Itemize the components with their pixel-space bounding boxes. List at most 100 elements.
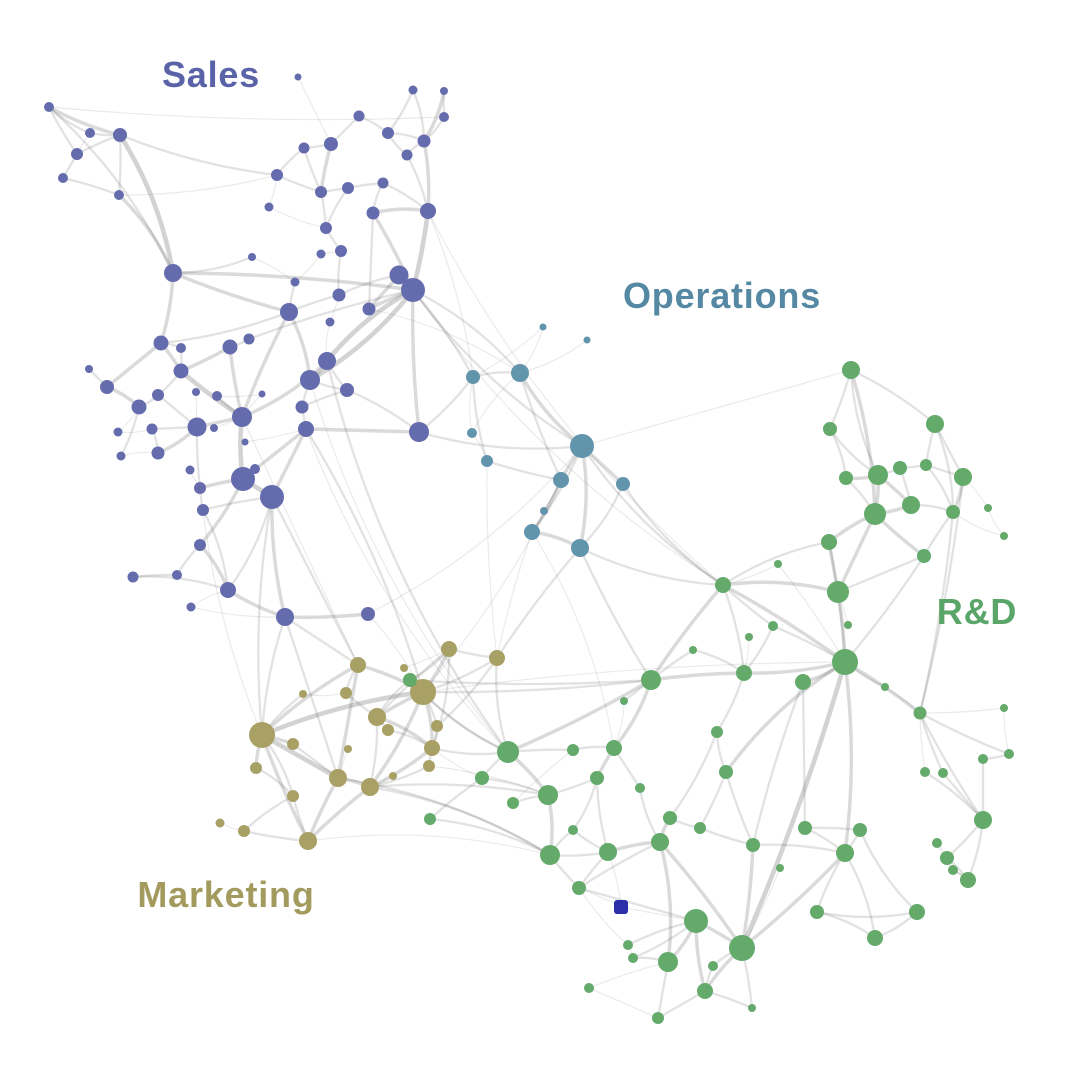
network-node-rnd[interactable]: [599, 843, 617, 861]
network-node-rnd[interactable]: [697, 983, 713, 999]
network-node-rnd[interactable]: [774, 560, 782, 568]
network-node-operations[interactable]: [511, 364, 529, 382]
network-node-rnd[interactable]: [424, 813, 436, 825]
network-node-sales[interactable]: [264, 202, 274, 212]
network-node-rnd[interactable]: [960, 872, 976, 888]
network-node-sales[interactable]: [85, 365, 93, 373]
network-node-rnd[interactable]: [651, 833, 669, 851]
network-node-sales[interactable]: [248, 253, 256, 261]
network-node-operations[interactable]: [467, 428, 477, 438]
network-node-sales[interactable]: [439, 112, 449, 122]
network-node-rnd[interactable]: [572, 881, 586, 895]
network-node-rnd[interactable]: [984, 504, 992, 512]
network-node-sales[interactable]: [152, 389, 164, 401]
network-node-sales[interactable]: [335, 245, 347, 257]
network-node-rnd[interactable]: [881, 683, 889, 691]
network-node-rnd[interactable]: [821, 534, 837, 550]
network-node-sales[interactable]: [300, 370, 320, 390]
network-node-sales[interactable]: [260, 485, 284, 509]
network-node-sales[interactable]: [258, 390, 266, 398]
network-node-sales[interactable]: [320, 222, 332, 234]
network-node-sales[interactable]: [420, 203, 436, 219]
network-node-sales[interactable]: [315, 186, 327, 198]
network-node-operations[interactable]: [481, 455, 493, 467]
network-node-sales[interactable]: [294, 73, 302, 81]
network-node-rnd[interactable]: [954, 468, 972, 486]
network-node-rnd[interactable]: [867, 930, 883, 946]
network-node-rnd[interactable]: [475, 771, 489, 785]
network-node-rnd[interactable]: [827, 581, 849, 603]
network-node-sales[interactable]: [153, 335, 169, 351]
network-node-rnd[interactable]: [798, 821, 812, 835]
network-node-rnd[interactable]: [540, 845, 560, 865]
network-node-operations[interactable]: [570, 434, 594, 458]
network-node-sales[interactable]: [401, 278, 425, 302]
network-node-rnd[interactable]: [620, 697, 628, 705]
network-node-sales[interactable]: [353, 110, 365, 122]
network-node-sales[interactable]: [243, 333, 255, 345]
network-node-marketing[interactable]: [215, 818, 225, 828]
network-node-marketing[interactable]: [424, 740, 440, 756]
network-node-rnd[interactable]: [748, 1004, 756, 1012]
network-node-rnd[interactable]: [868, 465, 888, 485]
network-node-rnd[interactable]: [729, 935, 755, 961]
network-node-operations[interactable]: [571, 539, 589, 557]
network-node-rnd[interactable]: [689, 646, 697, 654]
network-node-marketing[interactable]: [299, 832, 317, 850]
network-node-marketing[interactable]: [410, 679, 436, 705]
network-node-marketing[interactable]: [350, 657, 366, 673]
network-node-rnd[interactable]: [567, 744, 579, 756]
network-node-rnd[interactable]: [946, 505, 960, 519]
network-node-rnd[interactable]: [844, 621, 852, 629]
network-node-sales[interactable]: [318, 352, 336, 370]
network-node-marketing[interactable]: [238, 825, 250, 837]
network-node-marketing[interactable]: [329, 769, 347, 787]
network-node-sales[interactable]: [316, 249, 326, 259]
network-node-sales[interactable]: [290, 277, 300, 287]
network-node-rnd[interactable]: [948, 865, 958, 875]
network-node-rnd[interactable]: [913, 706, 927, 720]
network-node-sales[interactable]: [401, 149, 413, 161]
network-node-sales[interactable]: [440, 87, 448, 95]
network-node-rnd[interactable]: [590, 771, 604, 785]
network-node-rnd[interactable]: [1000, 532, 1008, 540]
network-node-marketing[interactable]: [431, 720, 443, 732]
network-node-rnd[interactable]: [652, 1012, 664, 1024]
network-node-sales[interactable]: [295, 400, 309, 414]
network-node-rnd[interactable]: [507, 797, 519, 809]
network-node-rnd[interactable]: [909, 904, 925, 920]
network-node-rnd[interactable]: [1004, 749, 1014, 759]
network-node-rnd[interactable]: [853, 823, 867, 837]
network-node-rnd[interactable]: [715, 577, 731, 593]
network-node-rnd[interactable]: [628, 953, 638, 963]
network-node-sales[interactable]: [222, 339, 238, 355]
network-node-rnd[interactable]: [584, 983, 594, 993]
network-node-rnd[interactable]: [932, 838, 942, 848]
network-node-operations[interactable]: [524, 524, 540, 540]
network-node-sales[interactable]: [417, 134, 431, 148]
network-node-rnd[interactable]: [776, 864, 784, 872]
network-node-sales[interactable]: [187, 417, 207, 437]
network-node-rnd[interactable]: [708, 961, 718, 971]
network-node-sales[interactable]: [172, 570, 182, 580]
network-node-rnd[interactable]: [920, 767, 930, 777]
network-node-rnd[interactable]: [795, 674, 811, 690]
network-node-rnd[interactable]: [893, 461, 907, 475]
network-node-sales[interactable]: [409, 422, 429, 442]
network-node-sales[interactable]: [250, 464, 260, 474]
network-node-sales[interactable]: [114, 190, 124, 200]
network-node-sales[interactable]: [280, 303, 298, 321]
network-node-operations[interactable]: [616, 477, 630, 491]
network-node-sales[interactable]: [276, 608, 294, 626]
network-node-marketing[interactable]: [340, 687, 352, 699]
network-node-marketing[interactable]: [441, 641, 457, 657]
network-node-rnd[interactable]: [938, 768, 948, 778]
network-node-sales[interactable]: [241, 438, 249, 446]
network-node-sales[interactable]: [194, 482, 206, 494]
network-node-rnd[interactable]: [719, 765, 733, 779]
network-node-sales[interactable]: [194, 539, 206, 551]
network-node-rnd[interactable]: [836, 844, 854, 862]
network-node-sales[interactable]: [408, 85, 418, 95]
network-node-rnd[interactable]: [823, 422, 837, 436]
network-node-rnd[interactable]: [538, 785, 558, 805]
